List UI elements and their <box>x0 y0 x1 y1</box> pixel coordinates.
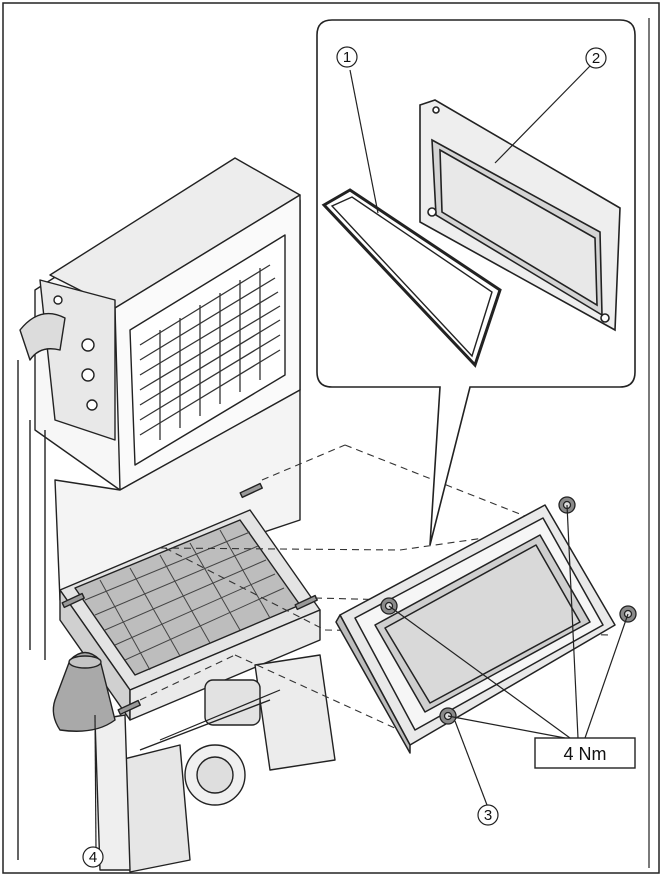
callout-1-label: 1 <box>343 49 351 66</box>
heat-exchanger-assembly <box>17 157 336 873</box>
callout-2: 2 <box>494 47 607 164</box>
cover-detail <box>419 99 621 332</box>
callout-2-label: 2 <box>592 50 600 67</box>
upper-fins <box>139 264 281 440</box>
callout-4-label: 4 <box>89 849 97 866</box>
sealing-nozzle-part <box>52 651 116 732</box>
callout-4: 4 <box>82 714 104 868</box>
torque-leaders <box>388 504 629 739</box>
burner-grid <box>84 529 285 671</box>
callout-3: 3 <box>454 720 499 826</box>
detail-callout-bubble <box>316 19 636 546</box>
callout-1: 1 <box>336 46 379 214</box>
gasket-ring <box>321 188 502 368</box>
torque-spec-label: 4 Nm <box>563 744 606 764</box>
inspection-cover <box>335 504 616 754</box>
torque-spec-box: 4 Nm <box>534 737 636 769</box>
callout-3-label: 3 <box>484 807 492 824</box>
